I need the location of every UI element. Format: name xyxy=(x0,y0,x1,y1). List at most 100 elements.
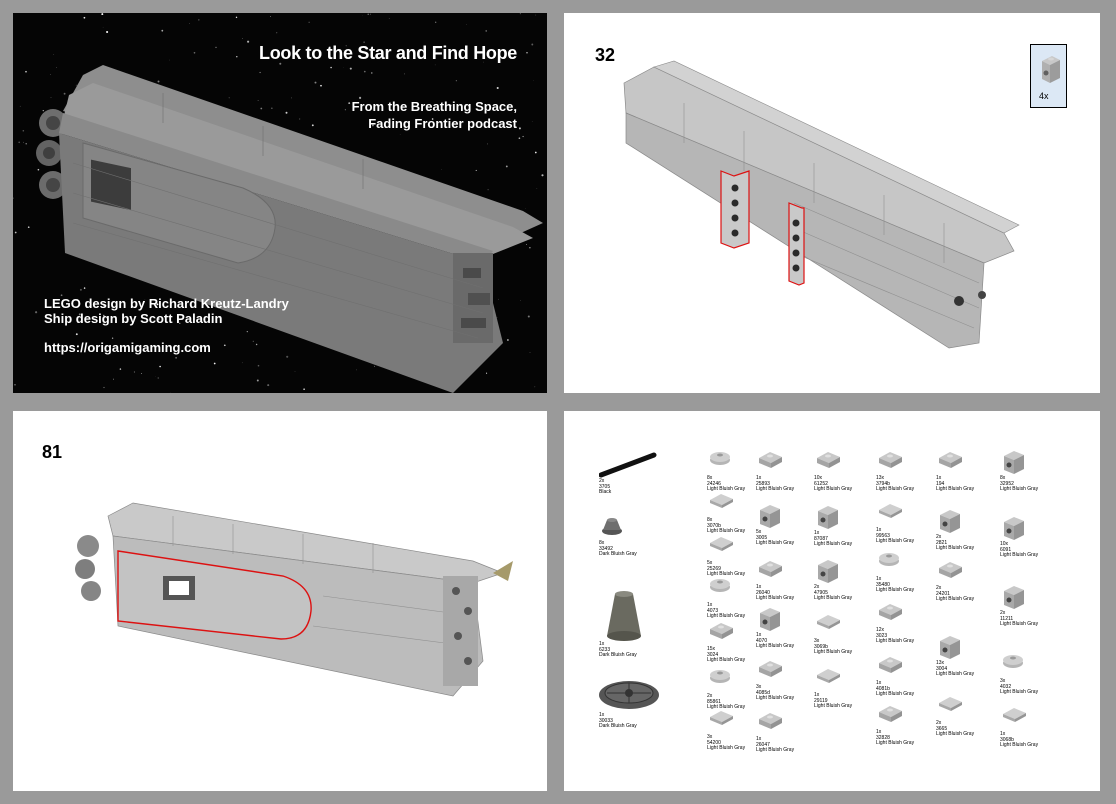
part-id: 33492 xyxy=(599,545,613,552)
part-id: 3023 xyxy=(876,632,888,639)
part-color: Light Bluish Gray xyxy=(1000,552,1039,559)
part-qty: 2x xyxy=(814,584,820,590)
part-id: 24246 xyxy=(707,480,721,487)
part-qty: 2x xyxy=(599,478,605,484)
part-qty: 1x xyxy=(936,475,942,481)
plate-icon xyxy=(710,623,733,639)
part-qty: 1x xyxy=(756,736,762,742)
curved-plate-icon xyxy=(939,562,962,578)
bar-holder-icon xyxy=(759,713,782,729)
clip-light-icon xyxy=(879,657,902,673)
part-color: Light Bluish Gray xyxy=(876,587,915,594)
part-id: 3070b xyxy=(707,522,721,529)
part-qty: 8x xyxy=(707,517,713,523)
part-qty: 3x xyxy=(707,734,713,740)
part-color: Light Bluish Gray xyxy=(1000,689,1039,696)
part-color: Light Bluish Gray xyxy=(707,657,746,664)
part-id: 35480 xyxy=(876,581,890,588)
step-number: 81 xyxy=(42,442,63,462)
part-color: Dark Bluish Gray xyxy=(599,723,637,730)
clip-plate-icon xyxy=(817,452,840,468)
part-color: Light Bluish Gray xyxy=(1000,621,1039,628)
part-qty: 5x xyxy=(707,560,713,566)
part-qty: 1x xyxy=(599,712,605,718)
part-qty: 8x xyxy=(707,475,713,481)
part-qty: 3x xyxy=(756,684,762,690)
part-color: Light Bluish Gray xyxy=(707,613,746,620)
part-color: Light Bluish Gray xyxy=(814,649,853,656)
part-id: 26047 xyxy=(756,741,770,748)
tile-2x2-icon xyxy=(1003,708,1026,722)
cone-large-icon xyxy=(607,591,641,641)
part-id: 3068b xyxy=(1000,736,1014,743)
cover-subtitle: From the Breathing Space, Fading Frontie… xyxy=(352,98,517,132)
part-color: Light Bluish Gray xyxy=(1000,486,1039,493)
cover-url: https://origamigaming.com xyxy=(44,340,211,355)
part-id: 29119 xyxy=(814,697,828,704)
wedge-icon xyxy=(817,669,840,683)
part-color: Light Bluish Gray xyxy=(1000,742,1039,749)
new-parts-right xyxy=(788,202,805,286)
part-color: Light Bluish Gray xyxy=(756,486,795,493)
part-id: 24201 xyxy=(936,590,950,597)
bar-clip-icon xyxy=(879,706,902,722)
part-qty: 1x xyxy=(756,584,762,590)
part-id: 32952 xyxy=(1000,480,1014,487)
part-qty: 13x xyxy=(876,475,885,481)
brick-icon xyxy=(760,505,780,528)
new-parts-left xyxy=(720,170,750,249)
inverted-slope-icon xyxy=(939,697,962,711)
part-qty: 10x xyxy=(814,475,823,481)
part-color: Light Bluish Gray xyxy=(814,541,853,548)
part-color: Light Bluish Gray xyxy=(707,571,746,578)
cover-page: Look to the Star and Find Hope From the … xyxy=(13,13,547,393)
part-id: 47905 xyxy=(814,589,828,596)
part-color: Light Bluish Gray xyxy=(936,731,975,738)
part-qty: 1x xyxy=(707,602,713,608)
part-color: Light Bluish Gray xyxy=(936,486,975,493)
bracket-icon xyxy=(759,561,782,577)
credit-lego-design: LEGO design by Richard Kreutz-Landry xyxy=(44,296,289,311)
part-id: 3794b xyxy=(876,480,890,487)
part-qty: 8x xyxy=(599,540,605,546)
brick-studs-side-icon xyxy=(1004,451,1024,474)
part-qty: 15x xyxy=(707,646,716,652)
credit-ship-design: Ship design by Scott Paladin xyxy=(44,311,223,326)
round-plate-2x2-icon xyxy=(1003,655,1023,668)
part-qty: 1x xyxy=(599,641,605,647)
part-id: 4073 xyxy=(707,607,719,614)
step-number: 32 xyxy=(595,45,616,65)
part-color: Light Bluish Gray xyxy=(756,747,795,754)
curved-brick-icon xyxy=(1004,517,1024,540)
brick-stud-side-icon xyxy=(1042,56,1060,83)
part-color: Light Bluish Gray xyxy=(876,538,915,545)
rounded-plate-icon xyxy=(879,553,899,566)
part-color: Light Bluish Gray xyxy=(756,595,795,602)
tile-clip-icon xyxy=(879,504,902,518)
round-plate-icon xyxy=(710,670,730,683)
step-32-page: 32 4x xyxy=(564,13,1100,393)
subtitle-line-1: From the Breathing Space, xyxy=(351,99,517,114)
